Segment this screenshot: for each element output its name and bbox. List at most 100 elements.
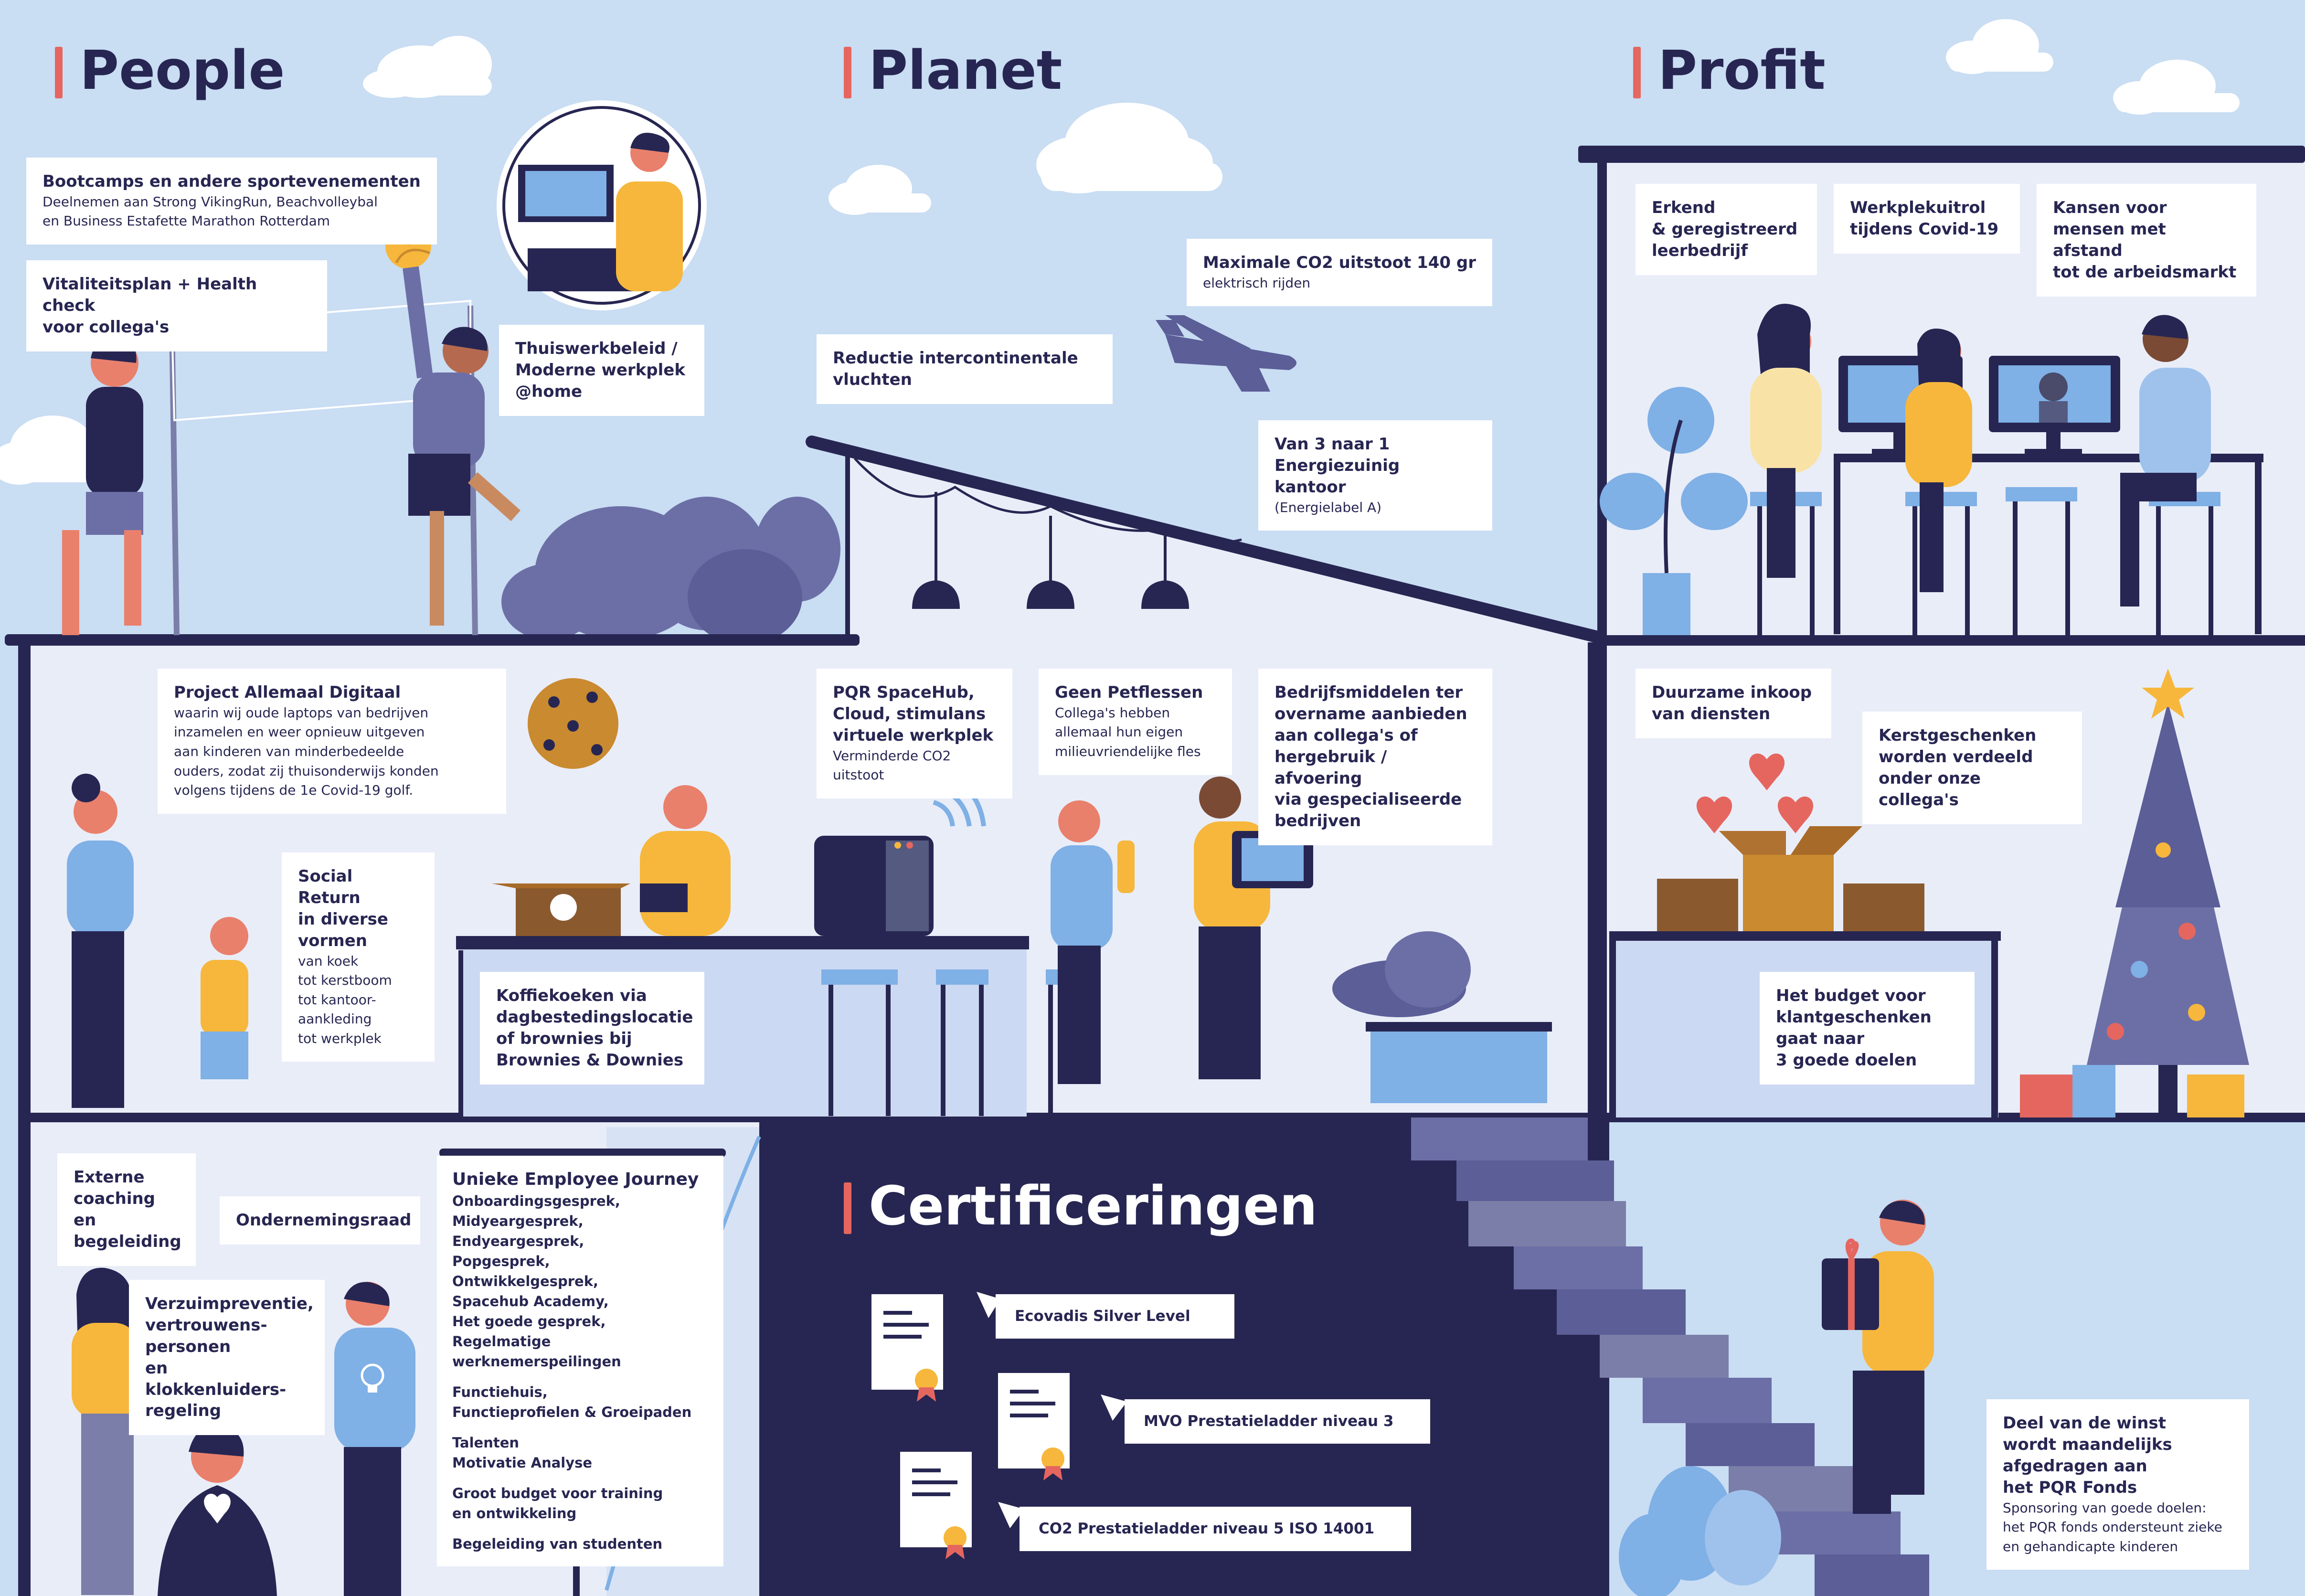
cloud-icon [1036,103,1222,193]
heart-icon [1696,753,1814,833]
info-verzuim: Verzuimpreventie, vertrouwens- personen … [129,1280,325,1436]
roof-terrace-floor [5,634,860,646]
info-title: Het budget voor klantgeschenken gaat naa… [1776,986,1932,1070]
monitor-icon [1989,356,2120,455]
info-desc: Verminderde CO2 uitstoot [833,747,951,783]
info-thuiswerk: Thuiswerkbeleid / Moderne werkplek @home [499,325,704,416]
plant-icon [1332,931,1552,1103]
cert-mvo: MVO Prestatieladder niveau 3 [1125,1399,1430,1444]
info-vluchten: Reductie intercontinentale vluchten [817,334,1113,404]
info-title: PQR SpaceHub, Cloud, stimulans virtuele … [833,683,994,745]
info-title: Kerstgeschenken worden verdeeld onder on… [1879,726,2037,809]
person [1853,1200,1934,1514]
info-title: Reductie intercontinentale vluchten [833,349,1078,389]
plant-icon [1619,1466,1781,1596]
info-kerst: Kerstgeschenken worden verdeeld onder on… [1862,712,2082,824]
journey-studenten: Begeleiding van studenten [452,1536,663,1553]
cookie-icon [528,678,618,769]
section-title-planet: Planet [844,44,1062,98]
info-title: Thuiswerkbeleid / Moderne werkplek @home [515,339,685,401]
info-desc: (Energielabel A) [1275,499,1382,515]
info-covid: Werkplekuitrol tijdens Covid-19 [1834,184,2020,254]
info-desc: van koek tot kerstboom tot kantoor- aank… [298,953,392,1046]
info-title: Geen Petflessen [1055,683,1203,702]
staircase [1411,1117,1929,1596]
cloud-icon [1946,19,2053,74]
person [1750,304,1822,578]
info-kansen: Kansen voor mensen met afstand tot de ar… [2037,184,2256,297]
person [72,1267,138,1595]
person [640,785,731,936]
info-kantoor: Van 3 naar 1 Energiezuinig kantoor (Ener… [1258,420,1492,531]
info-title: Kansen voor mensen met afstand tot de ar… [2053,198,2237,282]
gift-box [1657,826,1924,931]
home-office-vignette [492,96,712,315]
info-title: Werkplekuitrol tijdens Covid-19 [1850,198,1999,239]
certificate-icon [871,1294,943,1402]
journey-talenten: Talenten Motivatie Analyse [452,1435,593,1471]
cert-ecovadis: Ecovadis Silver Level [996,1294,1234,1339]
info-erkend: Erkend & geregistreerd leerbedrijf [1636,184,1817,275]
info-koffiekoeken: Koffiekoeken via dagbestedingslocatie of… [480,972,704,1085]
info-budget: Het budget voor klantgeschenken gaat naa… [1760,972,1975,1085]
airplane-icon [1156,315,1296,392]
floor-divider [19,1113,1714,1122]
section-title-people: People [55,44,285,98]
info-title: Social Return in diverse vormen [298,867,388,950]
info-bedrijfsmiddelen: Bedrijfsmiddelen ter overname aanbieden … [1258,669,1492,846]
info-title: Ondernemingsraad [236,1211,412,1230]
info-externe-coaching: Externe coaching en begeleiding [57,1153,196,1266]
pendant-lamp-icon [912,492,960,609]
info-employee-journey: Unieke Employee Journey Onboardingsgespr… [437,1156,723,1567]
pendant-lamp-icon [1027,516,1074,609]
info-title: Duurzame inkoop van diensten [1652,683,1812,724]
certificate-icon [900,1452,972,1559]
cloud-icon [829,165,931,215]
pendant-lamp-icon [1141,535,1189,609]
journey-budget: Groot budget voor training en ontwikkeli… [452,1485,663,1522]
info-ondernemingsraad: Ondernemingsraad [220,1196,420,1245]
info-winst: Deel van de winst wordt maandelijks afge… [1986,1399,2249,1570]
info-desc: Collega's hebben allemaal hun eigen mili… [1055,704,1201,760]
cert-label: MVO Prestatieladder niveau 3 [1144,1413,1394,1430]
info-title: Bedrijfsmiddelen ter overname aanbieden … [1275,683,1467,831]
person [158,1425,277,1596]
lightbulb-icon [361,1363,384,1393]
info-title: Externe coaching en begeleiding [74,1168,181,1251]
person [334,1282,415,1596]
info-petflessen: Geen Petflessen Collega's hebben allemaa… [1039,669,1232,775]
person [201,917,248,1079]
info-inkoop: Duurzame inkoop van diensten [1636,669,1831,738]
cloud-icon [2113,60,2240,115]
person [403,266,520,626]
info-co2: Maximale CO2 uitstoot 140 gr elektrisch … [1187,239,1492,307]
cert-label: Ecovadis Silver Level [1015,1308,1190,1325]
info-title: Van 3 naar 1 Energiezuinig kantoor [1275,435,1400,497]
info-desc: Sponsoring van goede doelen: het PQR fon… [2003,1500,2222,1554]
info-title: Vitaliteitsplan + Health check voor coll… [42,275,257,337]
plant-icon [1600,387,1748,635]
info-title: Verzuimpreventie, vertrouwens- personen … [145,1294,314,1421]
journey-functiehuis: Functiehuis, Functieprofielen & Groeipad… [452,1383,692,1420]
info-desc: elektrisch rijden [1203,275,1311,291]
cert-co2: CO2 Prestatieladder niveau 5 ISO 14001 [1020,1507,1411,1551]
info-desc: Deelnemen aan Strong VikingRun, Beachvol… [42,193,378,229]
cert-label: CO2 Prestatieladder niveau 5 ISO 14001 [1039,1520,1375,1537]
info-vitaliteit: Vitaliteitsplan + Health check voor coll… [26,260,327,351]
server-box [814,836,934,936]
info-title: Deel van de winst wordt maandelijks afge… [2003,1414,2172,1497]
info-desc: waarin wij oude laptops van bedrijven in… [174,704,439,798]
person [1905,329,1972,592]
info-title: Erkend & geregistreerd leerbedrijf [1652,198,1798,260]
cloud-icon [363,36,492,98]
gift-icon [1822,1238,1879,1330]
heart-icon [204,1493,231,1523]
info-title: Koffiekoeken via dagbestedingslocatie of… [496,986,693,1070]
info-title: Unieke Employee Journey [452,1170,699,1189]
info-bootcamps: Bootcamps en andere sportevenementen Dee… [26,158,437,245]
person [1051,800,1135,1084]
info-spacehub: PQR SpaceHub, Cloud, stimulans virtuele … [817,669,1012,798]
christmas-tree-icon [2087,669,2249,1113]
section-title-profit: Profit [1633,44,1826,98]
